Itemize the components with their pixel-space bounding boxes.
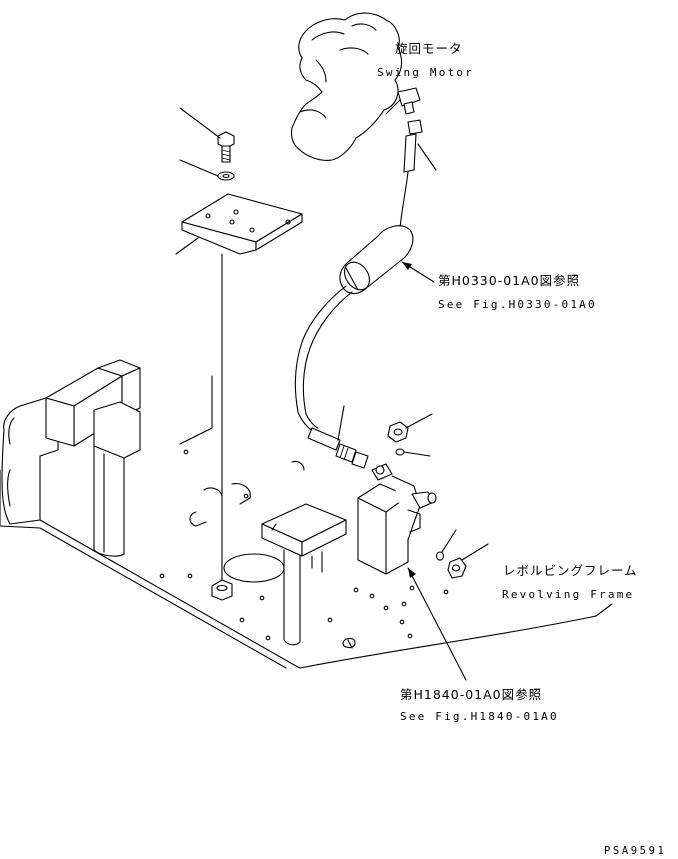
mounting-plate — [175, 193, 303, 255]
swing-motor-label-en: Swing Motor — [377, 66, 475, 79]
revolving-frame-label-en: Revolving Frame — [502, 588, 635, 601]
revolving-frame — [0, 359, 597, 669]
bolt — [179, 107, 235, 163]
motor-elbow-fitting — [385, 87, 421, 115]
lower-ref-label-en: See Fig.H1840-01A0 — [400, 710, 559, 723]
nut-lower — [447, 543, 489, 579]
washer-plate — [179, 159, 235, 181]
hose-end-fitting — [307, 405, 369, 469]
nut-upper — [387, 413, 433, 443]
drawing-number: PSA9591 — [604, 845, 667, 857]
upper-ref-label-en: See Fig.H0330-01A0 — [438, 298, 597, 311]
upper-hose — [399, 171, 409, 229]
swing-motor-label-jp: 旋回モータ — [395, 41, 463, 56]
leader-lower-ref — [407, 567, 467, 681]
washer-lower — [435, 529, 457, 561]
valve-block — [357, 463, 437, 575]
upper-ref-label-jp: 第H0330-01A0図参照 — [438, 273, 581, 288]
lower-ref-label-jp: 第H1840-01A0図参照 — [400, 687, 543, 702]
swing-motor — [290, 12, 403, 161]
revolving-frame-label-jp: レボルビングフレーム — [503, 563, 638, 578]
leader-revolving-frame — [595, 603, 613, 617]
lower-hose — [294, 285, 347, 433]
washer-upper — [395, 448, 431, 457]
motor-hose-fitting — [403, 119, 437, 173]
hose-sleeve — [339, 225, 414, 295]
